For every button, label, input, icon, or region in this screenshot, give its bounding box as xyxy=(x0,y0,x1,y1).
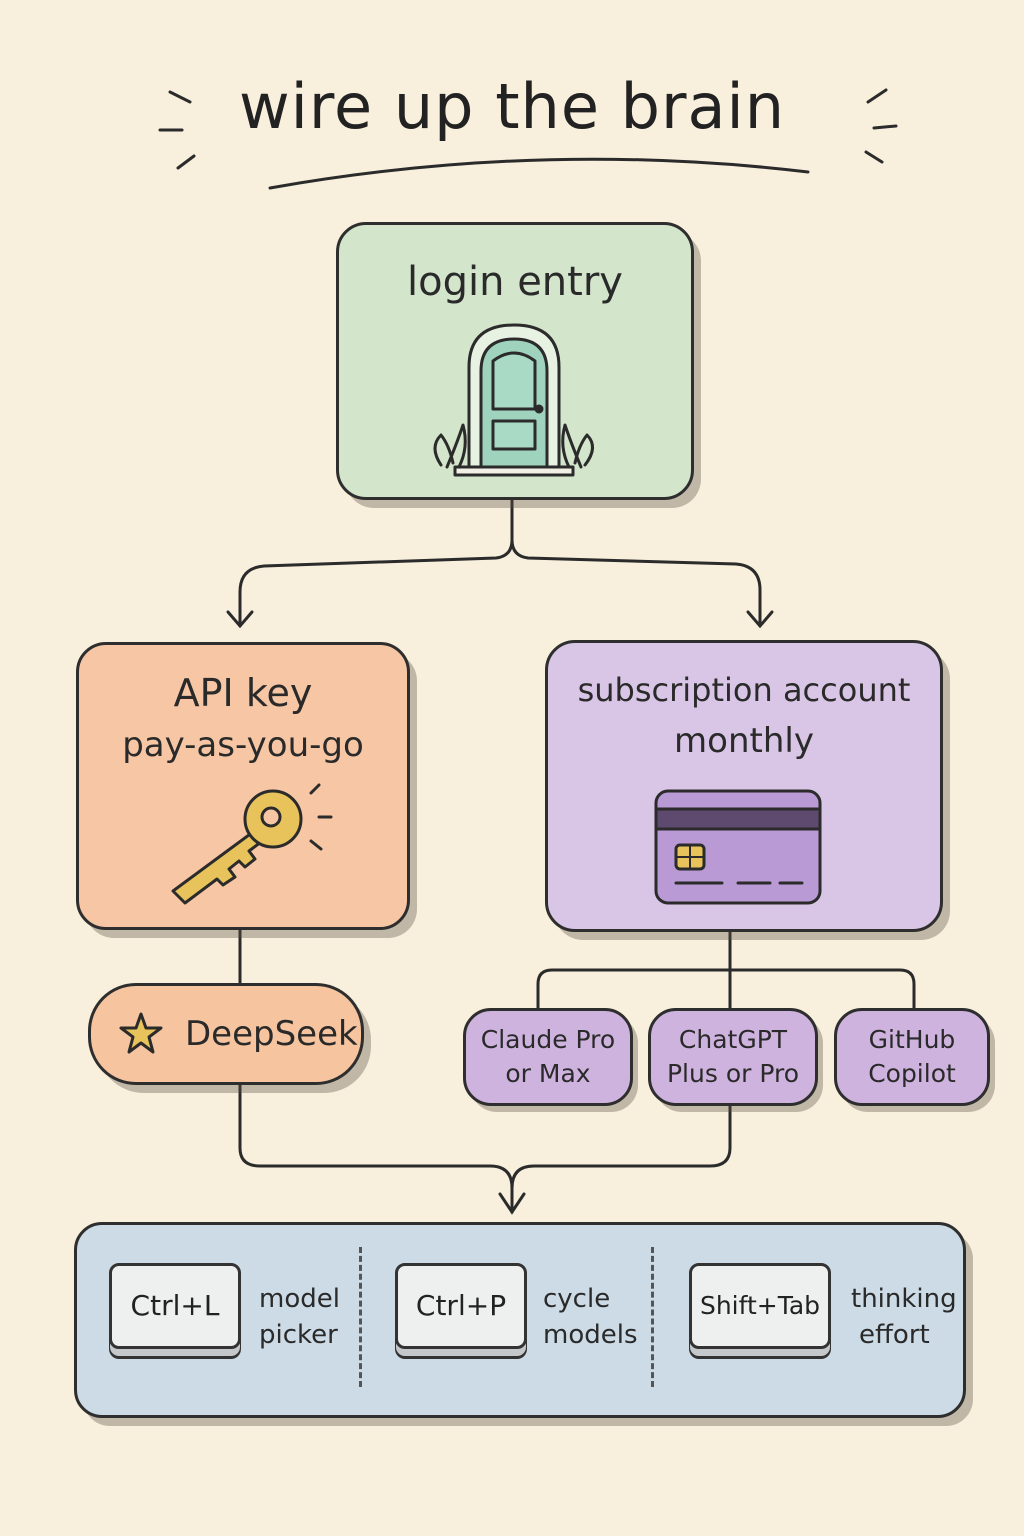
connector-deepseek-merge xyxy=(238,1079,514,1214)
connector-plans-merge xyxy=(510,1103,732,1190)
connector-to-subscription xyxy=(510,538,762,624)
key-icon xyxy=(171,783,333,905)
connector-sub-plans xyxy=(536,968,916,1010)
title-spark-line xyxy=(866,88,888,104)
deepseek-label: DeepSeek xyxy=(185,1014,358,1054)
title-spark-line xyxy=(872,124,898,130)
github-plan: GitHub Copilot xyxy=(834,1008,990,1106)
github-plan-line1: GitHub xyxy=(868,1025,956,1054)
login-entry-box: login entry xyxy=(336,222,694,500)
divider xyxy=(359,1247,362,1387)
door-icon xyxy=(433,323,594,477)
divider xyxy=(651,1247,654,1387)
chatgpt-plan: ChatGPT Plus or Pro xyxy=(648,1008,818,1106)
api-key-subtitle: pay-as-you-go xyxy=(122,725,364,765)
star-icon xyxy=(119,1012,163,1054)
deepseek-provider: DeepSeek xyxy=(88,983,364,1085)
api-key-title: API key xyxy=(173,671,313,715)
shortcut-desc-line2: picker xyxy=(259,1320,338,1350)
title-spark-line xyxy=(176,154,196,170)
shortcut-desc-line1: model xyxy=(259,1284,340,1314)
shortcut-desc-line2: models xyxy=(543,1320,638,1350)
arrowhead-shortcuts xyxy=(498,1192,526,1215)
page-title: wire up the brain xyxy=(238,70,786,143)
arrowhead-subscription xyxy=(746,610,774,629)
ctrl-p-key: Ctrl+P xyxy=(395,1263,527,1349)
claude-plan-line1: Claude Pro xyxy=(480,1025,616,1054)
chatgpt-plan-line1: ChatGPT xyxy=(678,1025,788,1054)
claude-plan: Claude Pro or Max xyxy=(463,1008,633,1106)
shortcut-desc-line2: effort xyxy=(859,1320,930,1350)
credit-card-icon xyxy=(654,789,822,905)
keyboard-shortcuts-panel: Ctrl+L model picker Ctrl+P cycle models … xyxy=(74,1222,966,1418)
title-spark-line xyxy=(168,90,192,104)
api-key-box: API key pay-as-you-go xyxy=(76,642,410,930)
github-plan-line2: Copilot xyxy=(868,1059,956,1088)
ctrl-l-key: Ctrl+L xyxy=(109,1263,241,1349)
subscription-account-box: subscription account monthly xyxy=(545,640,943,932)
shortcut-desc-line1: thinking xyxy=(851,1284,957,1314)
subscription-subtitle: monthly xyxy=(674,721,814,761)
connector-to-api xyxy=(238,494,514,626)
title-underline xyxy=(268,157,810,190)
arrowhead-api xyxy=(226,610,254,629)
title-spark-line xyxy=(864,150,884,164)
subscription-title: subscription account xyxy=(577,671,911,709)
login-entry-label: login entry xyxy=(407,259,623,305)
chatgpt-plan-line2: Plus or Pro xyxy=(666,1059,800,1088)
shift-tab-key: Shift+Tab xyxy=(689,1263,831,1349)
claude-plan-line2: or Max xyxy=(505,1059,591,1088)
shortcut-desc-line1: cycle xyxy=(543,1284,611,1314)
